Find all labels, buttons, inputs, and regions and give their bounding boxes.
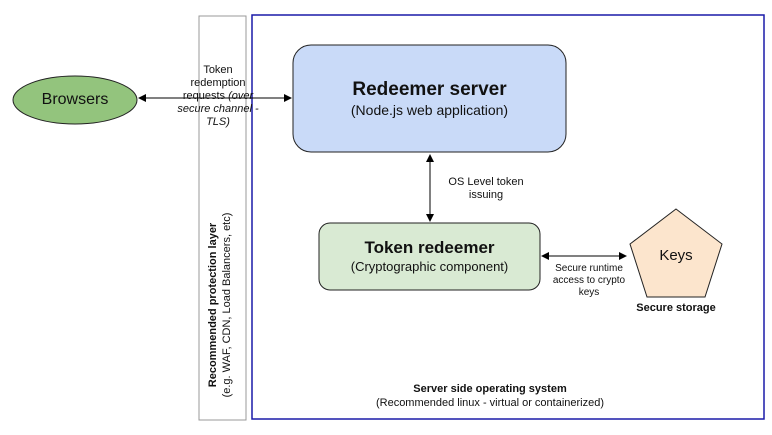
channel-line1: Token [203,64,233,76]
token-redeemer-title: Token redeemer [364,238,495,257]
channel-line4: secure channel - [177,103,259,115]
redeemer-server-text: Redeemer server (Node.js web application… [293,45,566,152]
os-level-label: OS Level token issuing [436,176,536,202]
channel-line3: requests (over [170,90,266,103]
secure-access-line1: Secure runtime [555,263,623,274]
protection-layer-title: Recommended protection layer [207,222,219,388]
os-level-line2: issuing [468,189,504,201]
secure-access-line3: keys [578,287,600,298]
token-redeemer-text: Token redeemer (Cryptographic component) [319,223,540,290]
os-level-line1: OS Level token [448,176,524,188]
browsers-label: Browsers [41,91,109,108]
channel-label: Token redemption requests (over secure c… [170,64,266,129]
token-redeemer-subtitle: (Cryptographic component) [350,259,509,274]
os-caption-subtitle: (Recommended linux - virtual or containe… [375,397,605,409]
os-caption-title: Server side operating system [413,383,567,395]
secure-storage-caption: Secure storage [636,302,716,314]
redeemer-server-subtitle: (Node.js web application) [350,102,509,118]
secure-access-line2: access to crypto [552,275,626,286]
redeemer-server-title: Redeemer server [352,79,507,100]
channel-line5: TLS) [206,116,230,128]
protection-layer-band [198,15,247,421]
token-redeemer-node [318,222,541,291]
channel-line2: redemption [190,77,246,89]
os-caption: Server side operating system (Recommende… [300,382,680,410]
protection-layer-subtitle: (e.g. WAF, CDN, Load Balancers, etc) [221,212,233,398]
keys-label: Keys [659,246,693,264]
browsers-node [12,75,138,125]
keys-node [629,208,723,298]
redeemer-server-node [292,44,567,153]
channel-line3-italic: (over [228,90,254,102]
os-boundary [251,14,765,420]
secure-access-label: Secure runtime access to crypto keys [542,263,636,299]
channel-line3-plain: requests [182,90,226,102]
